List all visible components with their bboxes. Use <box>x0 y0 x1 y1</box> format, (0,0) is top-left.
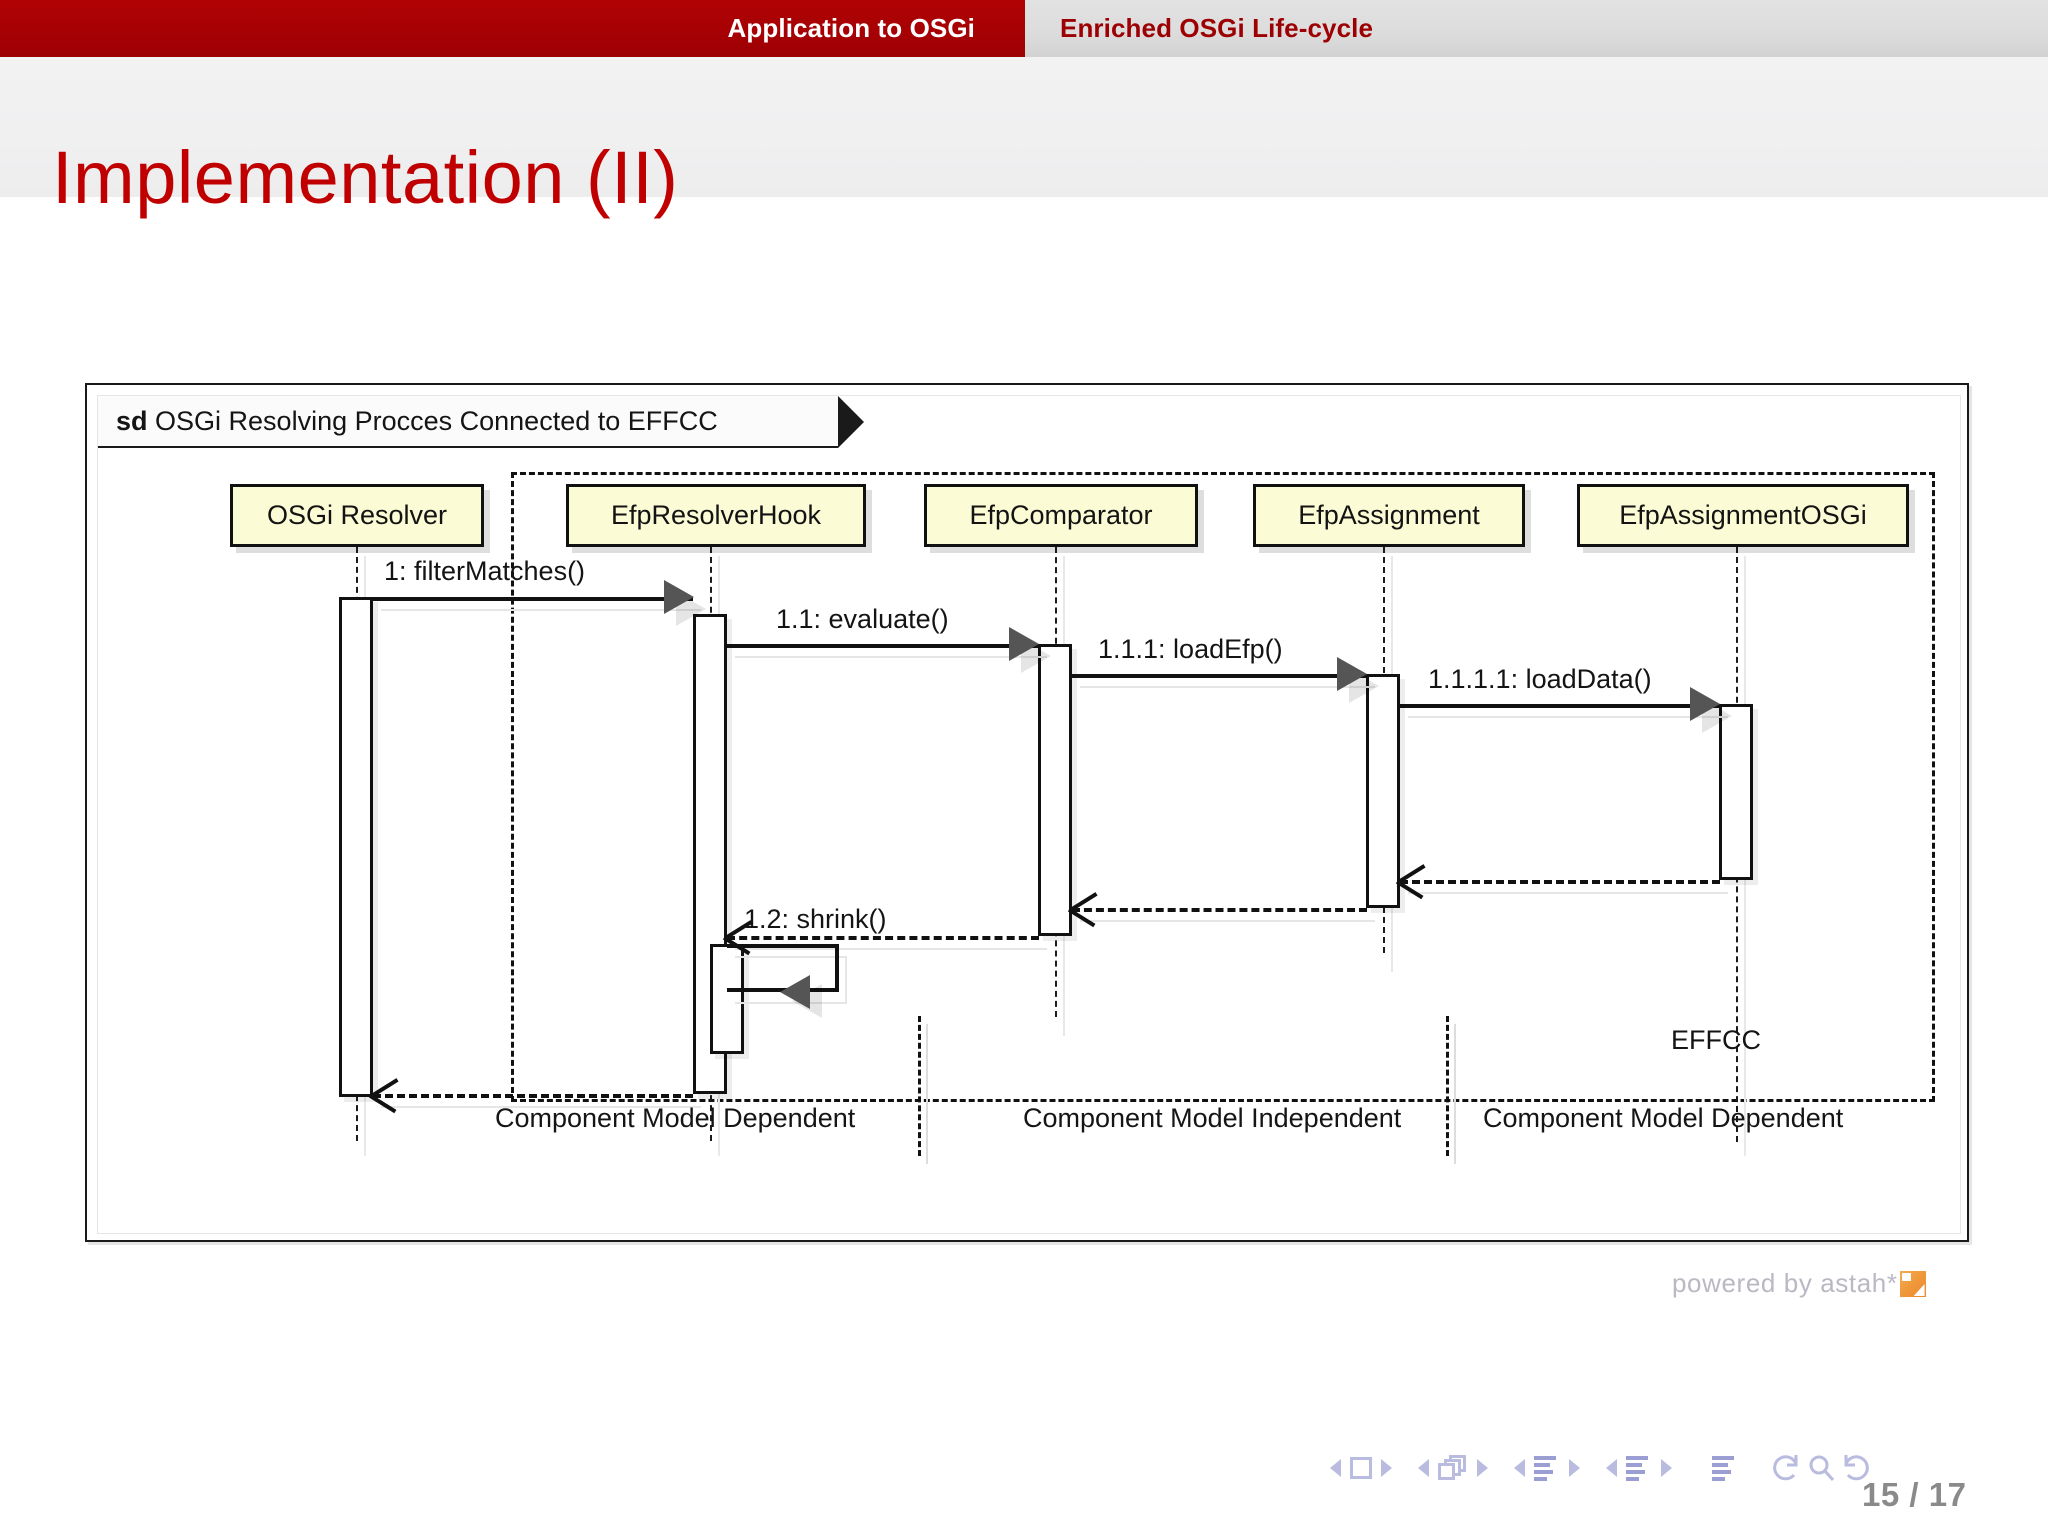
subsection-icon[interactable] <box>1534 1455 1560 1481</box>
diagram-frame-label-tab: sd OSGi Resolving Procces Connected to E… <box>98 394 864 448</box>
return-shadow-load-efp <box>1080 920 1375 922</box>
message-shadow-evaluate <box>735 656 1047 658</box>
next-subsection-icon[interactable] <box>1569 1459 1580 1477</box>
nav-group-subsection[interactable] <box>1514 1455 1580 1481</box>
partition-caption-2: Component Model Independent <box>1023 1103 1402 1133</box>
activation-osgi-resolver <box>339 597 373 1097</box>
lifeline-label-efp-assignment: EfpAssignment <box>1298 500 1480 530</box>
partition-caption-1: Component Model Dependent <box>495 1103 856 1133</box>
search-icon[interactable] <box>1804 1451 1838 1485</box>
arrowhead-return-load-data <box>1398 863 1432 897</box>
message-label-evaluate: 1.1: evaluate() <box>776 604 949 634</box>
message-label-load-efp: 1.1.1: loadEfp() <box>1098 634 1283 664</box>
forward-icon[interactable] <box>1838 1451 1872 1485</box>
lifeline-label-efp-assignment-osgi: EfpAssignmentOSGi <box>1619 500 1867 530</box>
nav-group-section[interactable] <box>1606 1455 1672 1481</box>
return-line-load-data <box>1400 880 1720 884</box>
diagram-frame-keyword: sd <box>116 406 148 436</box>
page-title: Implementation (II) <box>52 136 679 219</box>
arrowhead-evaluate <box>1009 627 1039 661</box>
arrowhead-return-filter-matches <box>371 1077 405 1111</box>
activation-efp-assignment <box>1366 674 1400 908</box>
return-line-evaluate <box>727 936 1039 940</box>
partition-separator-shadow-1 <box>926 1024 928 1164</box>
message-label-load-data: 1.1.1.1: loadData() <box>1428 664 1652 694</box>
activation-efp-resolver-hook-nested <box>710 944 744 1054</box>
return-line-filter-matches <box>373 1094 693 1098</box>
return-shadow-filter-matches <box>381 1106 701 1108</box>
partition-separator-shadow-2 <box>1454 1024 1456 1164</box>
frames-icon[interactable] <box>1438 1455 1468 1481</box>
activation-efp-assignment-osgi <box>1719 704 1753 880</box>
activation-efp-comparator <box>1038 644 1072 936</box>
arrowhead-load-efp <box>1337 657 1367 691</box>
header-tab-active-background <box>0 0 1025 57</box>
effcc-region-label: EFFCC <box>1671 1025 1761 1055</box>
next-frame-icon[interactable] <box>1477 1459 1488 1477</box>
message-shadow-filter-matches <box>381 609 701 611</box>
partition-separator-2 <box>1446 1016 1449 1156</box>
back-icon[interactable] <box>1770 1451 1804 1485</box>
next-section-icon[interactable] <box>1661 1459 1672 1477</box>
lifeline-head-osgi-resolver[interactable]: OSGi Resolver <box>230 484 484 547</box>
prev-section-icon[interactable] <box>1606 1459 1617 1477</box>
lifeline-label-efp-comparator: EfpComparator <box>969 500 1153 530</box>
astah-logo-icon <box>1899 1271 1926 1297</box>
arrowhead-return-load-efp <box>1070 891 1104 925</box>
nav-tab-application-to-osgi[interactable]: Application to OSGi <box>727 13 975 43</box>
astah-watermark: powered by astah* <box>1672 1268 1926 1299</box>
astah-watermark-text: powered by astah* <box>1672 1268 1898 1298</box>
arrowhead-shrink <box>780 975 810 1009</box>
return-shadow-load-data <box>1408 892 1728 894</box>
message-line-filter-matches <box>373 597 693 601</box>
arrowhead-load-data <box>1690 687 1720 721</box>
message-shadow-load-efp <box>1080 686 1375 688</box>
section-icon[interactable] <box>1626 1455 1652 1481</box>
lifeline-head-efp-comparator[interactable]: EfpComparator <box>924 484 1198 547</box>
diagram-frame-name: OSGi Resolving Procces Connected to EFFC… <box>155 406 718 436</box>
self-message-shadow-shrink <box>735 956 847 1004</box>
lifeline-head-efp-assignment-osgi[interactable]: EfpAssignmentOSGi <box>1577 484 1909 547</box>
sequence-diagram-frame: sd OSGi Resolving Procces Connected to E… <box>85 383 1969 1242</box>
title-band: Implementation (II) <box>0 57 2048 219</box>
return-shadow-evaluate <box>735 948 1047 950</box>
sequence-diagram-canvas: sd OSGi Resolving Procces Connected to E… <box>97 394 1961 1234</box>
nav-tab-enriched-osgi-life-cycle[interactable]: Enriched OSGi Life-cycle <box>1060 13 1374 43</box>
page-number: 15 / 17 <box>1862 1476 1967 1513</box>
message-line-load-data <box>1400 704 1720 708</box>
lifeline-label-efp-resolver-hook: EfpResolverHook <box>610 500 822 530</box>
header-navbar: Application to OSGi Enriched OSGi Life-c… <box>0 0 2048 57</box>
prev-subsection-icon[interactable] <box>1514 1459 1525 1477</box>
partition-separator-1 <box>918 1016 921 1156</box>
prev-frame-icon[interactable] <box>1418 1459 1429 1477</box>
partition-caption-3: Component Model Dependent <box>1483 1103 1844 1133</box>
self-message-loop-shrink <box>727 944 839 992</box>
message-line-evaluate <box>727 644 1039 648</box>
lifeline-label-osgi-resolver: OSGi Resolver <box>266 500 448 530</box>
message-label-shrink: 1.2: shrink() <box>744 904 887 934</box>
nav-group-slide[interactable] <box>1330 1457 1392 1479</box>
beamer-navigation-bar[interactable] <box>1330 1448 1890 1488</box>
diagram-frame-label: sd OSGi Resolving Procces Connected to E… <box>116 406 718 437</box>
lifeline-head-efp-resolver-hook[interactable]: EfpResolverHook <box>566 484 866 547</box>
message-line-load-efp <box>1072 674 1367 678</box>
effcc-boundary-region <box>511 472 1935 1102</box>
return-line-load-efp <box>1072 908 1367 912</box>
slide-icon[interactable] <box>1350 1457 1372 1479</box>
arrowhead-filter-matches <box>664 580 694 614</box>
message-label-filter-matches: 1: filterMatches() <box>384 556 586 586</box>
message-shadow-load-data <box>1408 716 1728 718</box>
next-slide-icon[interactable] <box>1381 1459 1392 1477</box>
nav-group-frame[interactable] <box>1418 1455 1488 1481</box>
document-icon[interactable] <box>1712 1455 1738 1481</box>
lifeline-head-efp-assignment[interactable]: EfpAssignment <box>1253 484 1525 547</box>
prev-slide-icon[interactable] <box>1330 1459 1341 1477</box>
